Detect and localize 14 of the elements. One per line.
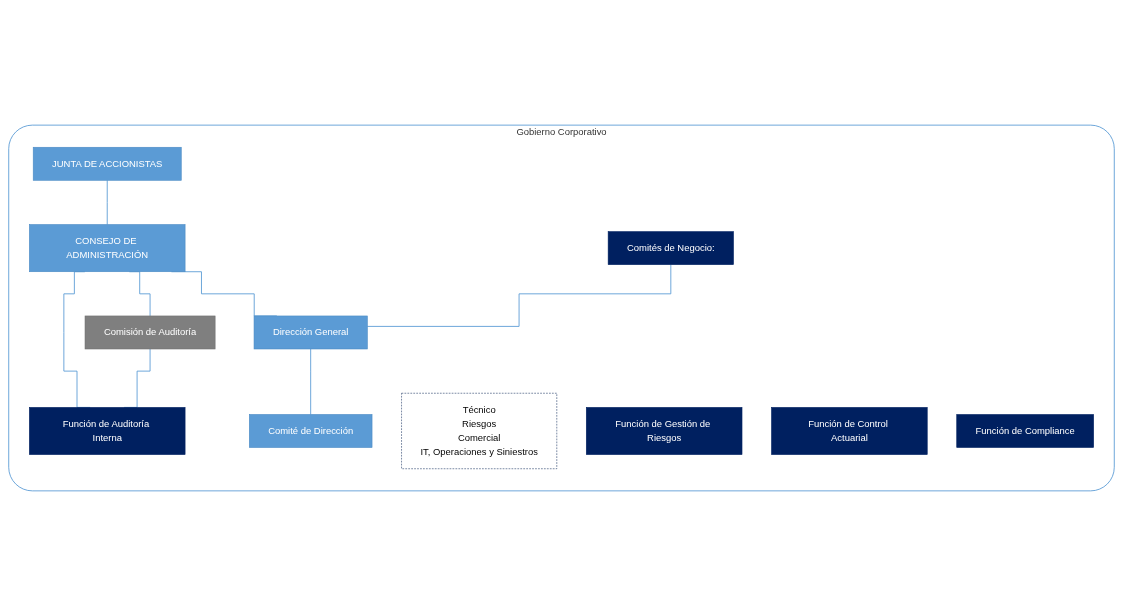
connector [106,179,108,225]
node-box: Dirección General [253,315,368,350]
node-box: JUNTA DE ACCIONISTAS [32,146,182,181]
node-box: Técnico Riesgos Comercial IT, Operaciones y Siniestros [401,392,558,470]
node-box: Comités de Negocio: [607,231,734,265]
node-box: Comisión de Auditoría [84,315,216,350]
node-box: Función de Gestión de Riesgos [586,407,743,455]
node-box: Comité de Dirección [249,414,373,448]
connector [366,264,672,327]
node-box: Función de Control Actuarial [771,407,928,455]
node-box: CONSEJO DE ADMINISTRACIÓN [29,224,186,272]
node-box: Función de Auditoría Interna [29,407,186,455]
connector [310,348,312,415]
node-box: Función de Compliance [956,414,1094,448]
